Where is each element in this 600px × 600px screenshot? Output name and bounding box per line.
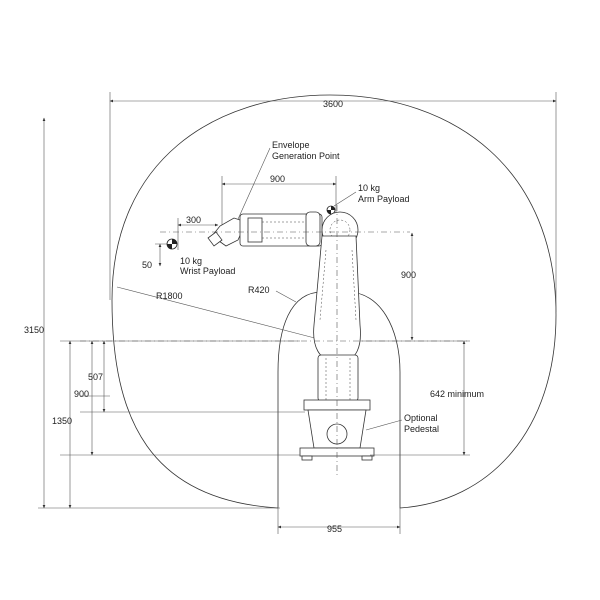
dim-radius-inner: R420 — [248, 285, 270, 295]
dim-overall-width: 3600 — [323, 99, 343, 109]
envelope-label-line1: Envelope — [272, 140, 310, 150]
pedestal-label-line1: Optional — [404, 413, 438, 423]
envelope-label-line2: Generation Point — [272, 151, 340, 161]
dim-pedestal-min: 642 minimum — [430, 389, 484, 399]
dim-height-900: 900 — [74, 389, 89, 399]
dim-radius-outer: R1800 — [156, 291, 183, 301]
wrist-payload-label: Wrist Payload — [180, 266, 235, 276]
dim-height-1350: 1350 — [52, 416, 72, 426]
robot-arm — [207, 211, 371, 411]
dim-height-507: 507 — [88, 372, 103, 382]
arm-payload-mass: 10 kg — [358, 183, 380, 193]
arm-payload-symbol — [326, 205, 336, 215]
wrist-payload-symbol — [166, 238, 178, 250]
dim-base-width: 955 — [327, 524, 342, 534]
dim-overall-height: 3150 — [24, 325, 44, 335]
wrist-payload-mass: 10 kg — [180, 256, 202, 266]
pedestal-label-line2: Pedestal — [404, 424, 439, 434]
dim-wrist-offset: 300 — [186, 215, 201, 225]
dim-arm-vertical: 900 — [401, 270, 416, 280]
work-envelope-outline — [111, 94, 557, 509]
dim-arm-reach: 900 — [270, 174, 285, 184]
dim-wrist-drop: 50 — [142, 260, 152, 270]
arm-payload-label: Arm Payload — [358, 194, 410, 204]
